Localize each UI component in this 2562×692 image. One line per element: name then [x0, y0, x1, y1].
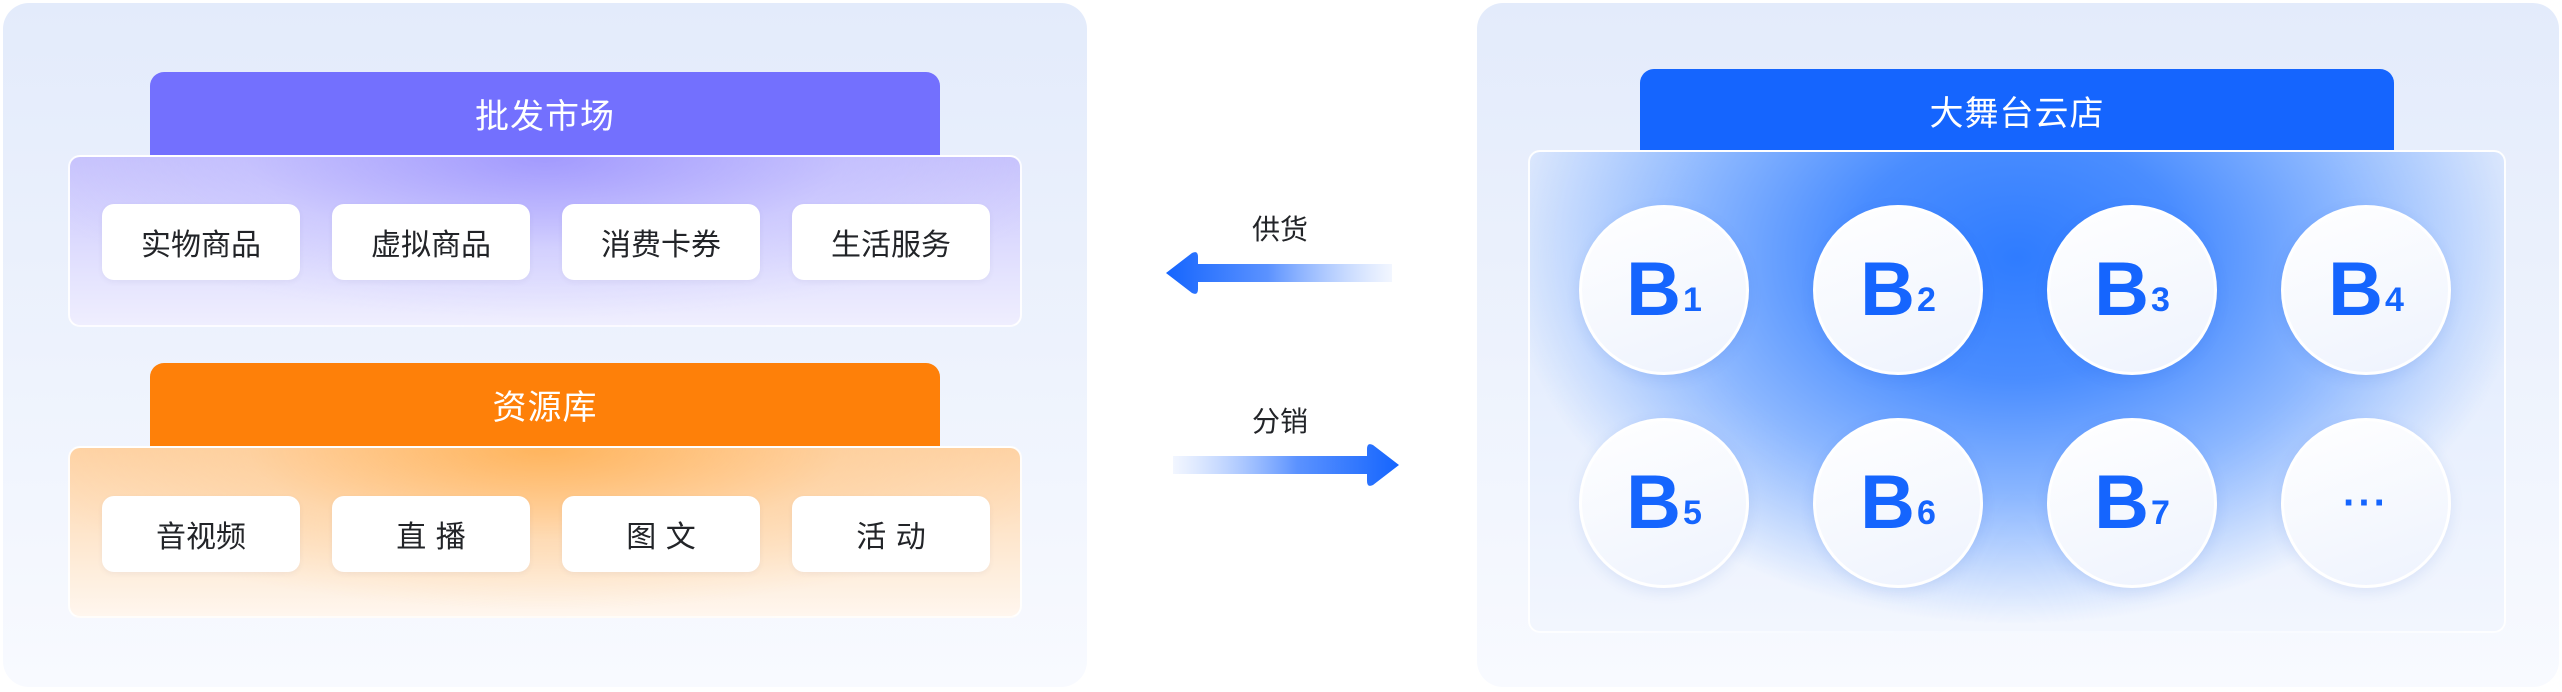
store-letter: B	[2328, 247, 2383, 332]
resource-item-image-text: 图 文	[562, 496, 760, 572]
distribute-arrow-right	[1173, 444, 1399, 486]
store-subscript: 6	[1916, 494, 1936, 532]
resource-item-live: 直 播	[332, 496, 530, 572]
store-letter: B	[2094, 460, 2149, 545]
store-subscript: 2	[1916, 281, 1936, 319]
store-letter: B	[2094, 247, 2149, 332]
store-letter: B	[1860, 247, 1915, 332]
store-more: ···	[2281, 418, 2451, 588]
wholesale-item-life-services: 生活服务	[792, 204, 990, 280]
wholesale-market-title: 批发市场	[150, 72, 940, 155]
store-subscript: 4	[2384, 281, 2404, 319]
resource-item-activity: 活 动	[792, 496, 990, 572]
supply-label: 供货	[1251, 213, 1308, 246]
wholesale-item-consumer-cards: 消费卡券	[562, 204, 760, 280]
store-letter: B	[1626, 247, 1681, 332]
resource-item-audio-video: 音视频	[102, 496, 300, 572]
more-ellipsis-icon: ···	[2343, 481, 2389, 525]
wholesale-item-physical-goods: 实物商品	[102, 204, 300, 280]
store-letter: B	[1860, 460, 1915, 545]
store-subscript: 7	[2150, 494, 2170, 532]
store-subscript: 5	[1682, 494, 1702, 532]
distribute-label: 分销	[1251, 405, 1308, 438]
resource-library-title: 资源库	[150, 363, 940, 446]
store-subscript: 1	[1682, 281, 1702, 319]
store-subscript: 3	[2150, 281, 2170, 319]
wholesale-item-virtual-goods: 虚拟商品	[332, 204, 530, 280]
supply-arrow-left	[1166, 252, 1392, 294]
cloud-store-title: 大舞台云店	[1640, 69, 2394, 152]
store-letter: B	[1626, 460, 1681, 545]
